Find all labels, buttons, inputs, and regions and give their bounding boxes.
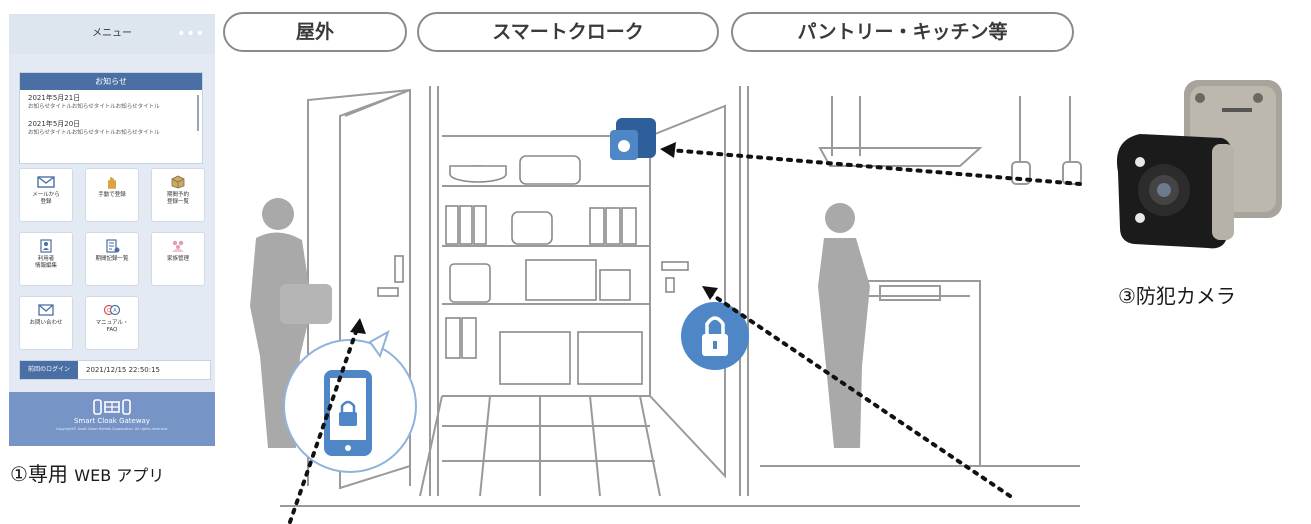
person-card-icon xyxy=(40,239,52,253)
notice-text: お知らせタイトルお知らせタイトルお知らせタイトル xyxy=(28,104,160,110)
svg-text:Q: Q xyxy=(107,308,111,314)
last-login-label: 前回のログイン xyxy=(20,361,78,379)
web-app-caption-suffix: WEB アプリ xyxy=(74,466,165,485)
brand-name: Smart Cloak Gateway xyxy=(73,417,150,425)
category-smart-cloak[interactable]: スマートクローク xyxy=(417,12,719,52)
smart-cloak-logo-icon xyxy=(93,399,131,415)
family-icon xyxy=(172,240,184,252)
notice-text: お知らせタイトルお知らせタイトルお知らせタイトル xyxy=(28,130,160,136)
notice-title: お知らせ xyxy=(20,73,202,90)
camera-caption: ③防犯カメラ xyxy=(1118,284,1236,308)
web-app-caption: ①専用 WEB アプリ xyxy=(10,458,164,487)
category-pantry-kitchen[interactable]: パントリー・キッチン等 xyxy=(731,12,1074,52)
tile-label: お問い合わせ xyxy=(29,320,63,326)
tile-record-list[interactable]: 期間記録一覧 xyxy=(85,232,139,286)
last-login-bar: 前回のログイン 2021/12/15 22:50:15 xyxy=(19,360,211,380)
tile-label: マニュアル・ FAQ xyxy=(95,320,129,333)
tile-label: メールから 登録 xyxy=(32,192,60,205)
envelope-icon xyxy=(38,304,54,316)
app-header-title: メニュー xyxy=(92,28,132,39)
tile-label: 家族管理 xyxy=(166,256,189,262)
web-app-caption-label: 専用 xyxy=(27,462,68,486)
notice-date: 2021年5月21日 xyxy=(28,94,81,102)
last-login-time: 2021/12/15 22:50:15 xyxy=(86,366,161,374)
web-app-caption-number: ① xyxy=(10,462,28,486)
brand-copyright: Copyright© Asahi Kasei Homes Corporation… xyxy=(55,427,169,431)
app-header: メニュー ••• xyxy=(9,14,215,54)
gateway-device-icon xyxy=(610,118,656,160)
tile-family-management[interactable]: 家族管理 xyxy=(151,232,205,286)
notice-panel: お知らせ 2021年5月21日 お知らせタイトルお知らせタイトルお知らせタイトル… xyxy=(19,72,203,164)
notice-item[interactable]: 2021年5月20日 お知らせタイトルお知らせタイトルお知らせタイトル xyxy=(20,112,202,138)
tile-label: 期間予約 登録一覧 xyxy=(166,192,189,205)
hand-icon xyxy=(108,177,116,189)
security-camera-icon xyxy=(1116,80,1282,249)
more-menu-icon[interactable]: ••• xyxy=(177,26,205,42)
tile-user-info-edit[interactable]: 利用者 情報編集 xyxy=(19,232,73,286)
tile-register-from-mail[interactable]: メールから 登録 xyxy=(19,168,73,222)
tile-reservation-list[interactable]: 期間予約 登録一覧 xyxy=(151,168,205,222)
mail-icon xyxy=(37,176,55,188)
tile-contact[interactable]: お問い合わせ xyxy=(19,296,73,350)
box-icon xyxy=(171,175,185,189)
brand-footer: Smart Cloak Gateway Copyright© Asahi Kas… xyxy=(9,392,215,446)
lock-icon xyxy=(681,302,749,370)
notice-scrollbar[interactable] xyxy=(197,95,199,131)
tile-label: 期間記録一覧 xyxy=(95,256,129,262)
tile-label: 利用者 情報編集 xyxy=(34,256,57,269)
web-app-screen: メニュー ••• お知らせ 2021年5月21日 お知らせタイトルお知らせタイト… xyxy=(9,14,215,446)
tile-manual-register[interactable]: 手動で登録 xyxy=(85,168,139,222)
notice-item[interactable]: 2021年5月21日 お知らせタイトルお知らせタイトルお知らせタイトル xyxy=(20,90,202,112)
house-illustration xyxy=(250,86,1082,524)
notice-date: 2021年5月20日 xyxy=(28,120,81,128)
document-icon xyxy=(106,239,120,253)
tile-label: 手動で登録 xyxy=(98,192,126,198)
svg-text:A: A xyxy=(113,308,117,314)
category-outdoor[interactable]: 屋外 xyxy=(223,12,407,52)
